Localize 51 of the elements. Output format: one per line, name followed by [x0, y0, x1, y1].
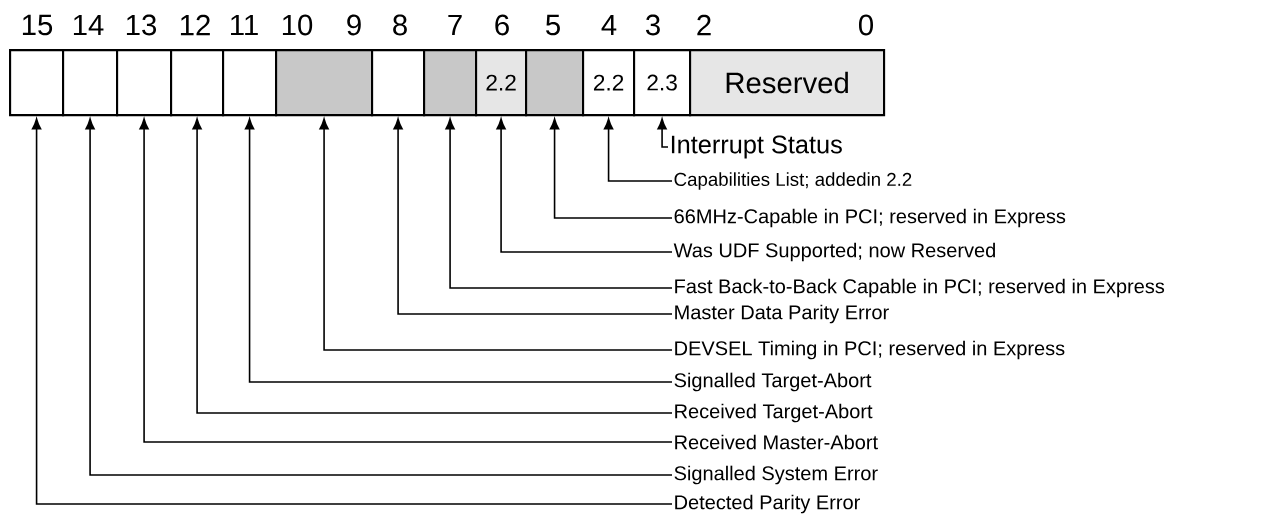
leader-line [445, 118, 673, 289]
bit-number: 9 [347, 14, 361, 36]
register-cell [423, 49, 478, 117]
leader-line [31, 118, 673, 505]
field-label: Was UDF Supported; now Reserved [673, 242, 995, 262]
bit-number: 13 [126, 14, 157, 36]
field-label: Capabilities List; addedin 2.2 [674, 172, 912, 190]
field-label: Detected Parity Error [675, 494, 860, 514]
bit-number: 4 [601, 14, 617, 36]
bit-number: 8 [393, 14, 407, 36]
field-label: Master Data Parity Error [675, 304, 889, 324]
bit-number: 6 [495, 14, 509, 36]
bit-number: 3 [645, 14, 660, 36]
field-label: Signalled System Error [674, 465, 878, 485]
field-label: 66MHz-Capable in PCI; reserved in Express [674, 208, 1066, 228]
leader-line [244, 118, 673, 383]
bit-number: 5 [546, 14, 560, 36]
bit-number: 2 [697, 14, 711, 36]
bit-number: 11 [231, 14, 258, 36]
leader-line [657, 118, 669, 148]
register-cell [170, 49, 225, 117]
register-cell: 2.2 [475, 49, 528, 117]
field-label: Fast Back-to-Back Capable in PCI; reserved in Express [675, 278, 1165, 298]
leader-line [139, 118, 673, 443]
bit-number: 10 [282, 14, 313, 36]
field-label: Received Target-Abort [675, 403, 873, 423]
bit-number: 14 [73, 14, 104, 36]
register-cell: Reserved [689, 49, 886, 117]
register-cell [222, 49, 278, 117]
register-cell [116, 49, 173, 117]
leader-line [496, 118, 673, 253]
bit-number: 12 [180, 14, 210, 36]
leader-line [85, 118, 673, 476]
field-label: DEVSEL Timing in PCI; reserved in Express [675, 340, 1065, 360]
register-cell: 2.2 [582, 49, 636, 117]
field-label: Interrupt Status [671, 135, 842, 159]
register-cell [525, 49, 585, 117]
leader-line [192, 118, 673, 414]
bit-number: 7 [448, 14, 462, 36]
field-label: Signalled Target-Abort [674, 372, 872, 392]
leader-line [549, 118, 673, 219]
register-cell [9, 49, 65, 117]
bit-number: 15 [22, 14, 53, 36]
leader-line [603, 118, 673, 182]
field-label: Received Master-Abort [675, 434, 878, 450]
leader-line [393, 118, 673, 315]
register-cell [275, 49, 374, 117]
register-cell [62, 49, 119, 117]
register-cell: 2.3 [633, 49, 692, 117]
leader-line [319, 118, 673, 351]
register-cell [371, 49, 426, 117]
